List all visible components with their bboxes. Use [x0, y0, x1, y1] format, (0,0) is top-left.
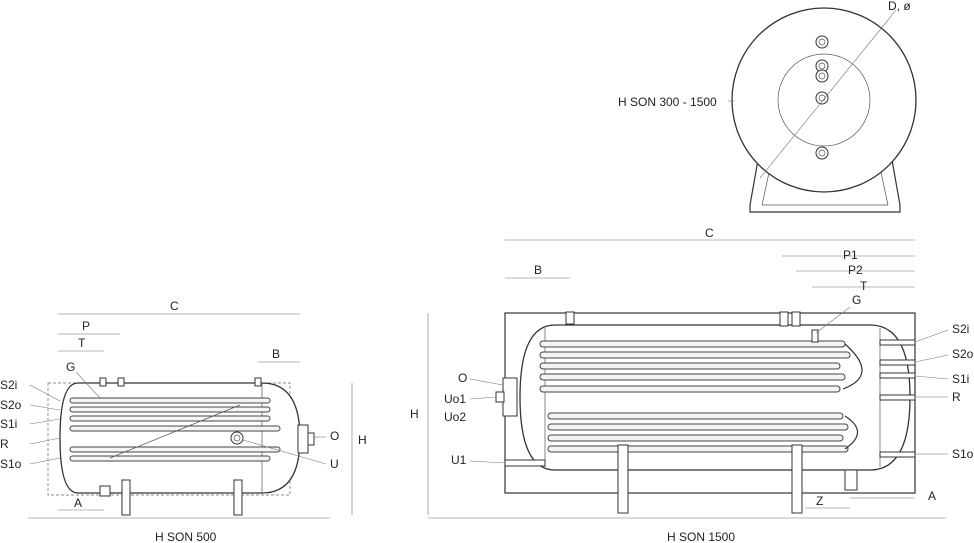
large-caption: H SON 1500 [667, 530, 735, 543]
large-dim-p1: P1 [843, 248, 858, 262]
large-dim-t: T [860, 279, 868, 293]
small-label-o: O [330, 429, 339, 443]
large-coils-upper [539, 340, 863, 393]
small-left-labels: S2i S2o S1i R S1o [0, 378, 61, 471]
small-view: C P T B A H S2i S2o S1i R S1o G O U H S [0, 299, 367, 543]
svg-text:S1i: S1i [952, 372, 969, 386]
small-coils [69, 397, 281, 462]
svg-text:S2o: S2o [952, 347, 974, 361]
large-left-labels: O Uo1 Uo2 U1 [444, 371, 506, 467]
diameter-label: D, ø [888, 0, 911, 13]
svg-text:R: R [0, 437, 9, 451]
large-legs [617, 444, 858, 514]
large-dim-a: A [928, 489, 936, 503]
large-tank [519, 324, 911, 471]
svg-text:S2i: S2i [0, 378, 17, 392]
small-label-g: G [66, 360, 75, 374]
small-dim-h: H [358, 433, 367, 447]
end-view-sockets [815, 35, 829, 160]
svg-text:Uo2: Uo2 [444, 410, 466, 424]
svg-text:U1: U1 [451, 453, 467, 467]
large-dim-p2: P2 [848, 263, 863, 277]
small-legs [99, 479, 243, 516]
small-dim-c: C [170, 299, 179, 313]
svg-text:R: R [952, 390, 961, 404]
small-caption: H SON 500 [155, 530, 217, 543]
large-dim-b: B [534, 263, 542, 277]
large-label-g: G [852, 293, 861, 307]
large-right-pipes [879, 339, 916, 458]
small-label-u: U [330, 457, 339, 471]
small-dim-p: P [82, 319, 90, 333]
large-dim-h: H [410, 407, 419, 421]
svg-text:S1o: S1o [952, 447, 974, 461]
svg-text:O: O [458, 371, 467, 385]
svg-text:S2i: S2i [952, 322, 969, 336]
small-dim-t: T [78, 336, 86, 350]
svg-text:S2o: S2o [0, 398, 22, 412]
large-o-flange [502, 377, 518, 417]
diameter-line [759, 19, 889, 179]
large-dim-z: Z [816, 494, 823, 508]
large-right-labels: S2i S2o S1i R S1o [914, 322, 974, 461]
svg-text:S1o: S1o [0, 457, 22, 471]
svg-text:Uo1: Uo1 [444, 392, 466, 406]
small-dim-a: A [74, 496, 82, 510]
small-dim-b: B [272, 347, 280, 361]
end-view: D, ø H SON 300 - 1500 [618, 0, 917, 213]
large-view: C B P1 P2 T G H Z A S2i S2o S1i R S1o [410, 226, 974, 543]
svg-text:S1i: S1i [0, 417, 17, 431]
large-dim-c: C [705, 226, 714, 240]
end-view-caption: H SON 300 - 1500 [618, 95, 717, 109]
tank-inner-circle [777, 53, 871, 147]
